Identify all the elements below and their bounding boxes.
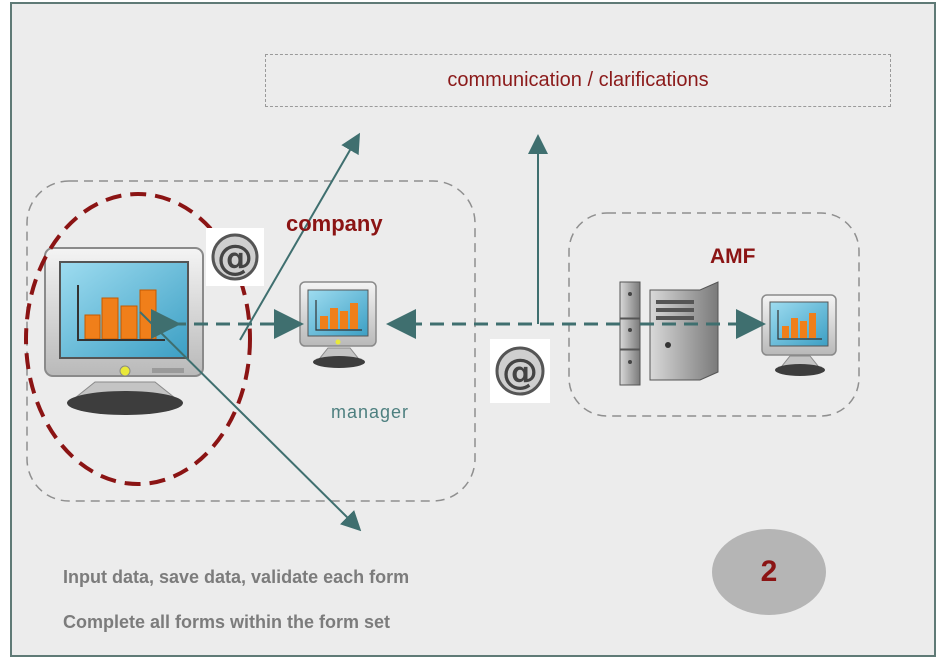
step-number-badge: 2 — [712, 529, 826, 615]
step-number: 2 — [760, 555, 778, 588]
amf-label: AMF — [710, 245, 756, 268]
communication-label: communication / clarifications — [447, 69, 709, 91]
instruction-line-1: Input data, save data, validate each for… — [63, 567, 410, 587]
company-label: company — [286, 211, 383, 236]
email-at-icon-transfer: @ — [490, 339, 550, 403]
focus-ellipse — [24, 192, 252, 486]
svg-text:@: @ — [217, 238, 253, 279]
arrow-diag-up — [239, 132, 361, 341]
manager-label: manager — [331, 402, 410, 422]
server-tower-icon — [619, 281, 719, 386]
instruction-line-2: Complete all forms within the form set — [63, 612, 391, 632]
communication-box: communication / clarifications — [265, 54, 891, 107]
email-at-icon-company: @ — [206, 228, 264, 286]
arrow-diag-down — [139, 311, 362, 532]
amf-group — [568, 212, 860, 417]
amf-monitor-icon — [761, 294, 837, 376]
manager-monitor-icon — [299, 281, 377, 368]
large-computer-monitor-icon — [44, 247, 204, 415]
svg-text:@: @ — [502, 352, 538, 393]
